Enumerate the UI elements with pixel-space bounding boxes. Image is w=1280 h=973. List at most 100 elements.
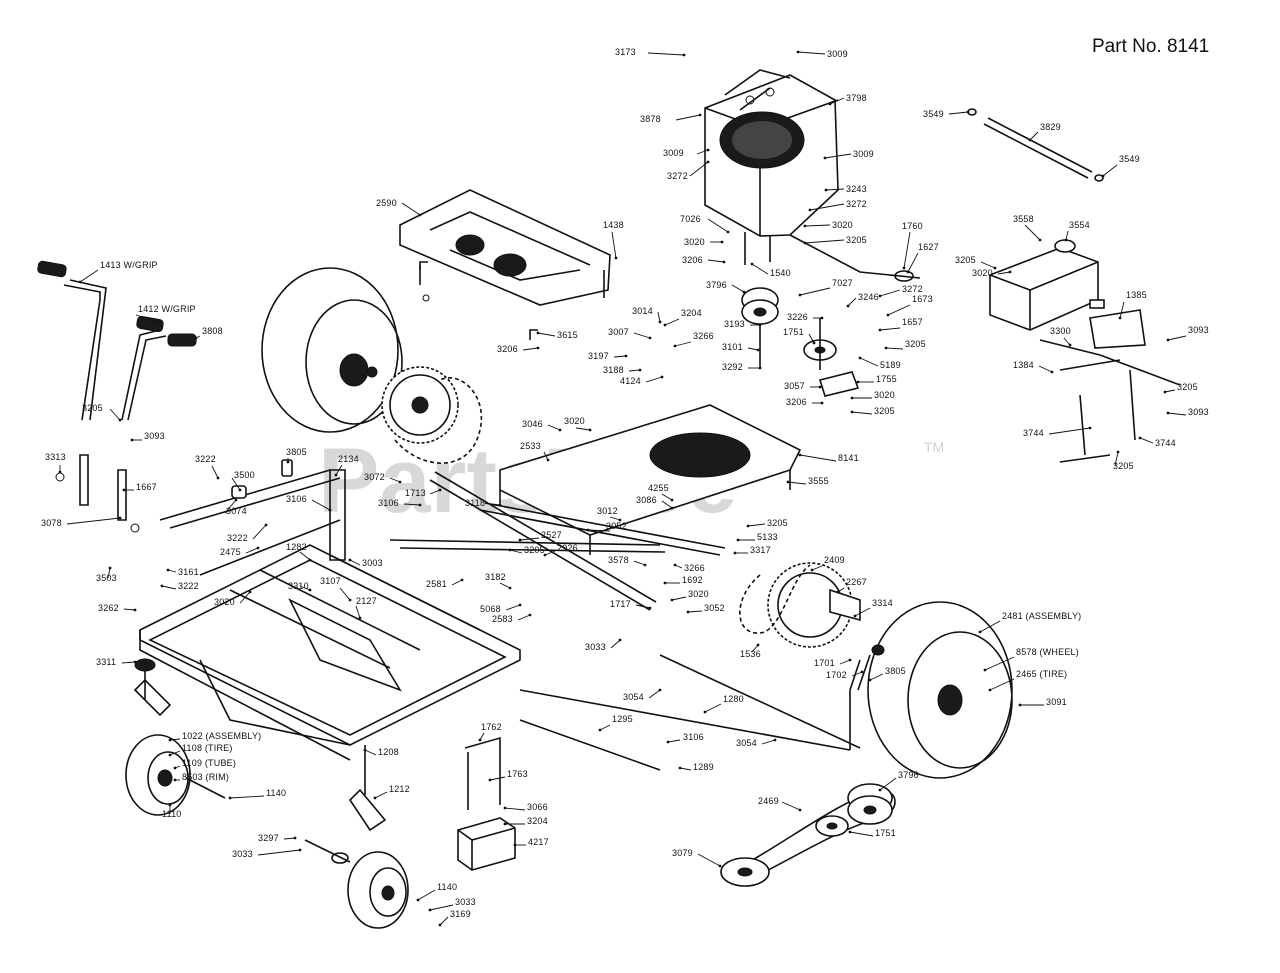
callout-3310: 3310 bbox=[288, 581, 312, 592]
part-number-label: 1667 bbox=[136, 482, 157, 492]
callout-3079: 3079 bbox=[672, 848, 722, 868]
callout-7026: 7026 bbox=[680, 214, 730, 234]
callout-leader-line bbox=[781, 801, 801, 811]
callout-5189: 5189 bbox=[858, 356, 901, 370]
part-number-label: 1140 bbox=[266, 788, 286, 798]
callout-leader-line bbox=[747, 347, 759, 351]
callout-leader-tip bbox=[1050, 370, 1054, 374]
callout-leader-tip bbox=[216, 476, 220, 480]
callout-leader-tip bbox=[1018, 703, 1022, 707]
part-number-label: 3106 bbox=[683, 732, 704, 742]
callout-leader-line bbox=[311, 499, 331, 511]
transmission-drawing bbox=[399, 189, 611, 306]
callout-1763: 1763 bbox=[488, 769, 528, 782]
callout-leader-tip bbox=[1101, 174, 1105, 178]
part-number-label: 3197 bbox=[588, 351, 609, 361]
callout-leader-tip bbox=[886, 313, 890, 317]
callout-1536: 1536 bbox=[740, 643, 761, 659]
part-number-label: 3020 bbox=[972, 268, 993, 278]
callout-leader-tip bbox=[706, 148, 710, 152]
callout-3796b: 3796 bbox=[878, 770, 919, 792]
callout-3033c: 3033 bbox=[428, 897, 476, 912]
callout-1667: 1667 bbox=[122, 482, 157, 492]
part-number-label: 3020 bbox=[874, 390, 895, 400]
callout-leader-tip bbox=[358, 616, 362, 620]
part-number-label: 8503 (RIM) bbox=[182, 772, 229, 782]
part-number-label: 3205 bbox=[1113, 461, 1134, 471]
part-number-label: 1289 bbox=[693, 762, 714, 772]
callout-leader-tip bbox=[798, 293, 802, 297]
callout-3317: 3317 bbox=[733, 545, 771, 555]
part-number-label: 3558 bbox=[1013, 214, 1034, 224]
callout-leader-tip bbox=[1064, 238, 1068, 242]
callout-leader-line bbox=[499, 582, 511, 589]
callout-leader-tip bbox=[658, 320, 662, 324]
callout-3188: 3188 bbox=[603, 365, 642, 375]
part-number-label: 3205 bbox=[955, 255, 976, 265]
callout-leader-tip bbox=[614, 256, 618, 260]
part-number-label: 3297 bbox=[258, 833, 279, 843]
part-number-label: 3161 bbox=[178, 567, 199, 577]
part-number-label: 2590 bbox=[376, 198, 397, 208]
part-number-label: 3500 bbox=[234, 470, 255, 480]
lever-1412-drawing bbox=[121, 315, 197, 421]
callout-leader-tip bbox=[670, 506, 674, 510]
shaft-drawing bbox=[967, 108, 1104, 182]
part-number-label: 2267 bbox=[846, 577, 867, 587]
callout-leader-tip bbox=[803, 241, 807, 245]
callout-leader-tip bbox=[508, 586, 512, 590]
callout-leader-line bbox=[335, 464, 343, 476]
part-number-label: 1755 bbox=[876, 374, 897, 384]
part-number-label: 1751 bbox=[875, 828, 896, 838]
callout-2409: 2409 bbox=[810, 555, 845, 572]
part-number-title: Part No. 8141 bbox=[1092, 36, 1209, 57]
callout-leader-tip bbox=[348, 558, 352, 562]
callout-4217: 4217 bbox=[513, 837, 549, 847]
part-number-label: 5189 bbox=[880, 360, 901, 370]
callout-3046: 3046 bbox=[522, 419, 562, 432]
callout-3052b: 3052 bbox=[686, 603, 725, 614]
part-number-label: 3226 bbox=[787, 312, 808, 322]
callout-leader-line bbox=[674, 341, 692, 347]
callout-3222a: 3222 bbox=[195, 454, 220, 480]
callout-leader-tip bbox=[756, 643, 760, 647]
callout-leader-line bbox=[519, 537, 540, 541]
callout-leader-tip bbox=[978, 630, 982, 634]
callout-leader-line bbox=[239, 591, 251, 604]
part-number-label: 3206 bbox=[786, 397, 807, 407]
callout-leader-line bbox=[907, 252, 919, 273]
callout-leader-tip bbox=[686, 610, 690, 614]
callout-leader-tip bbox=[670, 498, 674, 502]
callout-3020b: 3020 bbox=[972, 268, 1012, 278]
callout-3292: 3292 bbox=[722, 362, 762, 372]
callout-5068: 5068 bbox=[480, 603, 522, 614]
callout-1282: 1282 bbox=[286, 542, 312, 562]
part-number-label: 3206 bbox=[497, 344, 518, 354]
callout-3205d: 3205 bbox=[850, 406, 895, 416]
part-number-label: 1412 W/GRIP bbox=[138, 304, 196, 314]
callout-leader-line bbox=[109, 408, 121, 421]
part-number-label: 3052 bbox=[606, 521, 627, 531]
callout-3272b: 3272 bbox=[808, 199, 867, 212]
callout-leader-line bbox=[169, 738, 181, 741]
callout-1212: 1212 bbox=[373, 784, 410, 800]
callout-3007: 3007 bbox=[608, 327, 652, 340]
part-number-label: 3796 bbox=[706, 280, 727, 290]
callout-leader-line bbox=[664, 318, 680, 326]
callout-2475: 2475 bbox=[220, 546, 260, 557]
part-number-label: 3878 bbox=[640, 114, 661, 124]
part-number-label: 3007 bbox=[608, 327, 629, 337]
callout-leader-line bbox=[547, 424, 561, 431]
callout-leader-tip bbox=[878, 788, 882, 792]
callout-leader-line bbox=[751, 263, 769, 275]
callout-leader-tip bbox=[503, 822, 507, 826]
callout-leader-tip bbox=[673, 344, 677, 348]
part-number-label: 2409 bbox=[824, 555, 845, 565]
callout-leader-line bbox=[1024, 224, 1041, 241]
part-number-label: 8141 bbox=[838, 453, 859, 463]
callout-leader-tip bbox=[536, 346, 540, 350]
part-number-label: 1109 (TUBE) bbox=[182, 758, 236, 768]
belt-drawing bbox=[720, 783, 896, 887]
callout-leader-tip bbox=[786, 480, 790, 484]
part-number-label: 3222 bbox=[178, 581, 199, 591]
